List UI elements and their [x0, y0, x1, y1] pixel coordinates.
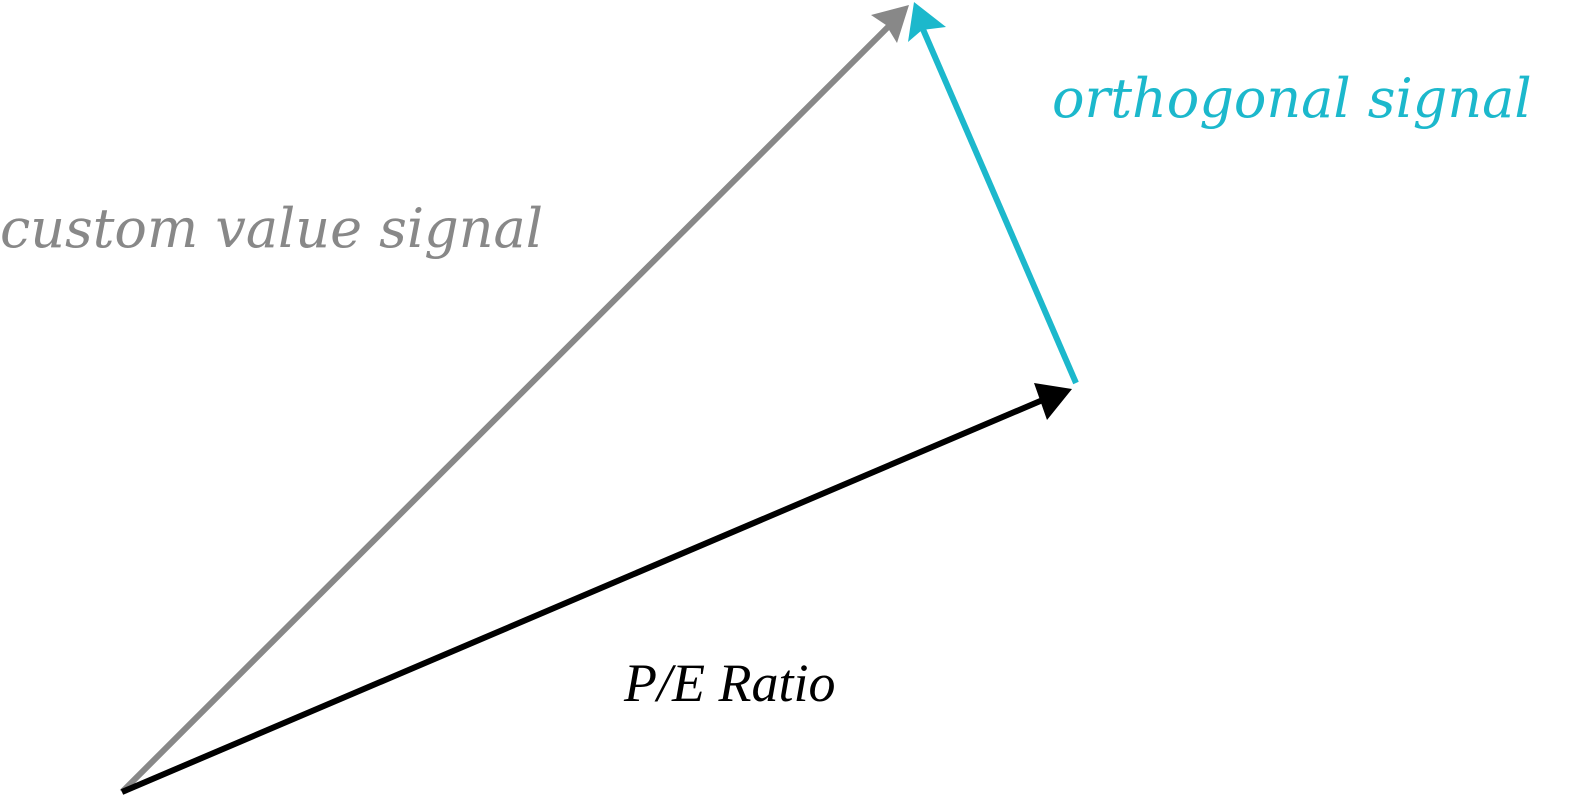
orthogonal-signal-vector: [908, 2, 1079, 385]
custom-value-signal-arrowhead: [871, 5, 909, 43]
pe-ratio-shaft: [120, 396, 1047, 795]
orthogonal-signal-label: orthogonal signal: [1052, 67, 1532, 130]
custom-value-signal-vector: [119, 5, 909, 795]
custom-value-signal-shaft: [119, 22, 893, 795]
orthogonal-signal-shaft: [919, 25, 1079, 385]
orthogonal-signal-arrowhead: [908, 2, 946, 42]
pe-ratio-vector: [120, 383, 1072, 795]
pe-ratio-arrowhead: [1034, 383, 1072, 420]
pe-ratio-label: P/E Ratio: [624, 653, 836, 713]
custom-value-signal-label: custom value signal: [0, 197, 543, 260]
